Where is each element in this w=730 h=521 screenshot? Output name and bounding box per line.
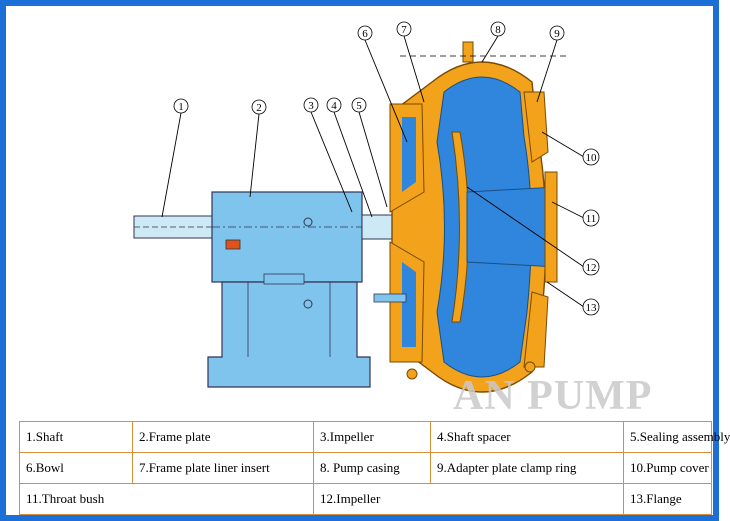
legend-row: 1.Shaft 2.Frame plate 3.Impeller 4.Shaft…	[19, 421, 730, 453]
pump-cross-section-diagram: 1 2 3 4 5 6 7 8 9 10 11 12 13	[133, 21, 600, 393]
legend-cell: 9.Adapter plate clamp ring	[430, 452, 624, 484]
legend-cell: 6.Bowl	[19, 452, 133, 484]
legend-cell: 5.Sealing assembly	[623, 421, 730, 453]
callout-number: 4	[331, 100, 337, 112]
callout-number: 5	[356, 100, 362, 112]
throat-bush	[466, 186, 558, 268]
callout-number: 6	[362, 28, 368, 40]
impeller	[451, 131, 469, 323]
legend-cell: 2.Frame plate	[132, 421, 314, 453]
frame-pedestal	[207, 281, 371, 388]
callout-number: 13	[586, 302, 598, 314]
legend-cell: 8. Pump casing	[313, 452, 431, 484]
legend-cell: 11.Throat bush	[19, 483, 314, 515]
callout-number: 1	[178, 101, 184, 113]
legend-row: 11.Throat bush 12.Impeller 13.Flange	[19, 483, 712, 515]
callout-markers: 1 2 3 4 5 6 7 8 9 10 11 12 13	[173, 21, 600, 316]
legend-row: 6.Bowl 7.Frame plate liner insert 8. Pum…	[19, 452, 712, 484]
legend-cell: 13.Flange	[623, 483, 712, 515]
parts-legend-table: 1.Shaft 2.Frame plate 3.Impeller 4.Shaft…	[19, 421, 730, 515]
flange	[544, 171, 558, 283]
callout-number: 2	[256, 102, 262, 114]
callout-number: 8	[495, 24, 501, 36]
callout-number: 10	[586, 152, 598, 164]
legend-cell: 1.Shaft	[19, 421, 133, 453]
watermark-text: AN PUMP	[453, 373, 653, 419]
callout-number: 3	[308, 100, 314, 112]
legend-cell: 7.Frame plate liner insert	[132, 452, 314, 484]
legend-cell: 4.Shaft spacer	[430, 421, 624, 453]
oil-window	[225, 239, 241, 250]
legend-cell: 10.Pump cover	[623, 452, 712, 484]
callout-number: 12	[586, 262, 597, 274]
callout-number: 7	[401, 24, 407, 36]
legend-cell: 3.Impeller	[313, 421, 431, 453]
callout-number: 9	[554, 28, 560, 40]
legend-cell: 12.Impeller	[313, 483, 624, 515]
frame-plate-housing	[211, 191, 363, 283]
callout-number: 11	[586, 213, 597, 225]
